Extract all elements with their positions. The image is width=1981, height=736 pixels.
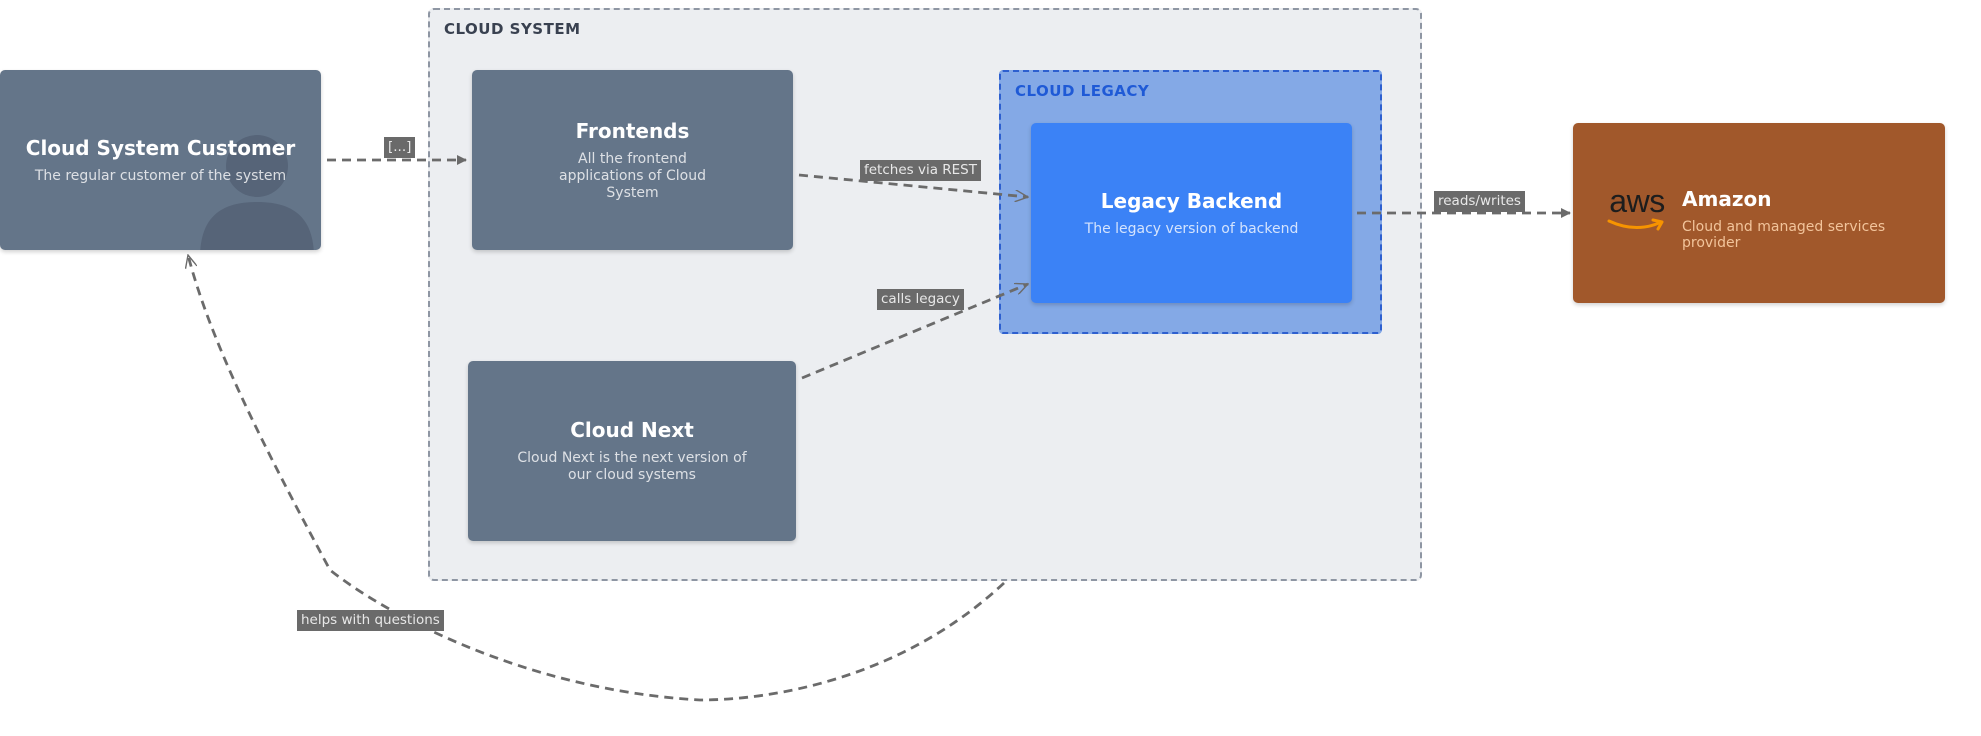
node-description: Cloud and managed services provider — [1682, 219, 1886, 251]
edge-system-to-customer[interactable] — [188, 255, 1005, 702]
edge-label-helps-with-questions: helps with questions — [297, 610, 444, 631]
node-title: Cloud Next — [570, 418, 694, 442]
edge-next-to-legacy[interactable] — [801, 282, 1028, 380]
node-description: The regular customer of the system — [34, 167, 287, 184]
aws-smile-icon — [1607, 218, 1664, 231]
cloud-legacy-boundary-title: CLOUD LEGACY — [1015, 82, 1150, 100]
edge-label-fetches-via-rest: fetches via REST — [860, 160, 981, 181]
legacy-backend-node[interactable]: Legacy Backend The legacy version of bac… — [1031, 123, 1352, 303]
amazon-node[interactable]: aws Amazon Cloud and managed services pr… — [1573, 123, 1945, 303]
aws-logo-text: aws — [1609, 183, 1665, 219]
edge-label-calls-legacy: calls legacy — [877, 289, 964, 310]
edge-label-customer-to-frontends: [...] — [384, 137, 416, 158]
node-description: The legacy version of backend — [1084, 220, 1299, 237]
node-title: Amazon — [1682, 187, 1772, 211]
edge-label-reads-writes: reads/writes — [1434, 191, 1525, 212]
cloud-next-node[interactable]: Cloud Next Cloud Next is the next versio… — [468, 361, 796, 541]
node-description: All the frontend applications of Cloud S… — [559, 150, 706, 201]
aws-logo-icon: aws — [1605, 185, 1669, 231]
node-title: Legacy Backend — [1100, 188, 1283, 213]
node-title: Cloud System Customer — [25, 135, 296, 160]
node-title: Frontends — [575, 118, 690, 143]
node-description: Cloud Next is the next version of our cl… — [517, 450, 747, 483]
cloud-system-customer-node[interactable]: Cloud System Customer The regular custom… — [0, 70, 321, 250]
person-silhouette-icon — [200, 135, 314, 250]
edge-frontends-to-legacy[interactable] — [798, 173, 1028, 197]
frontends-node[interactable]: Frontends All the frontend applications … — [472, 70, 793, 250]
cloud-system-boundary-title: CLOUD SYSTEM — [444, 20, 581, 38]
